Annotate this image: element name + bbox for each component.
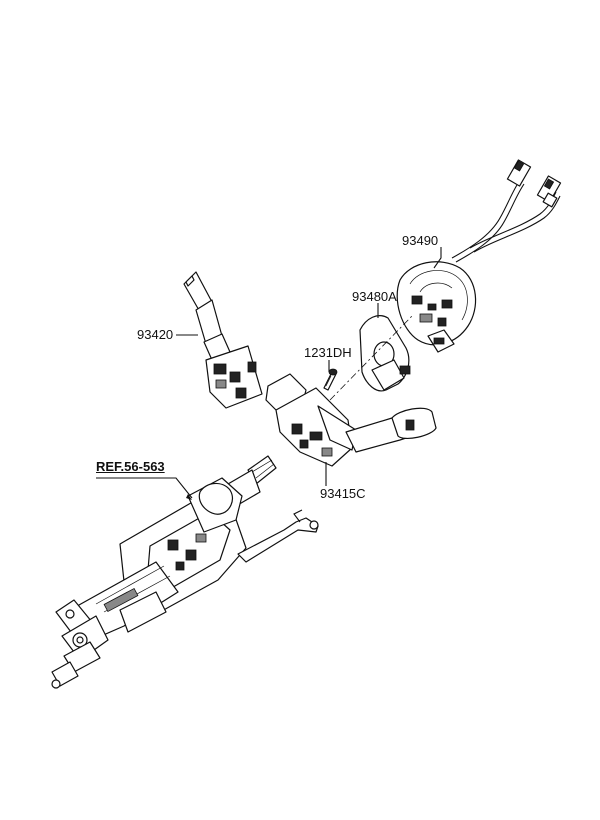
label-93415c: 93415C bbox=[320, 486, 366, 501]
clock-spring-93490 bbox=[396, 261, 477, 353]
light-switch-93420 bbox=[183, 271, 263, 409]
assembly-axis-line bbox=[329, 315, 413, 401]
label-93480a: 93480A bbox=[352, 289, 397, 304]
label-93420: 93420 bbox=[137, 327, 174, 342]
steering-column-assembly bbox=[51, 477, 319, 689]
clock-spring-wiring bbox=[451, 159, 562, 263]
leader-lines bbox=[96, 247, 442, 500]
label-ref: REF.56-563 bbox=[96, 459, 165, 474]
label-1231dh: 1231DH bbox=[304, 345, 352, 360]
screw-1231dh bbox=[323, 368, 338, 391]
steering-angle-sensor-93480a bbox=[359, 315, 411, 392]
ref-arrowhead bbox=[186, 494, 192, 500]
switch-body-93415c bbox=[265, 373, 437, 467]
label-93490: 93490 bbox=[402, 233, 439, 248]
